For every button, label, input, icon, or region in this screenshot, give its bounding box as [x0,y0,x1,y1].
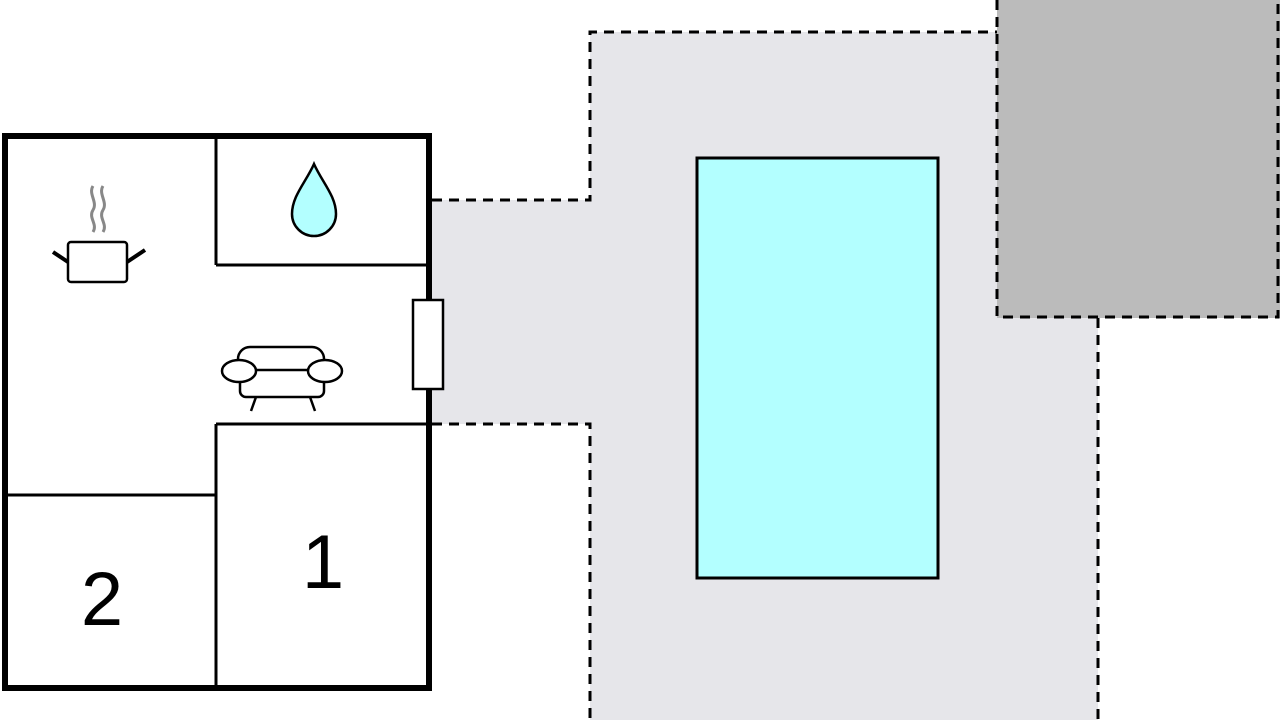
sofa-icon [220,345,344,412]
water-drop-icon [290,160,338,238]
interior-walls [5,136,429,688]
sofa-leg-left [249,396,258,412]
door-icon [411,298,445,391]
sofa-arm-right [306,358,344,384]
sofa-arm-left [220,358,258,384]
neighbor-building-outline [995,0,1280,319]
swimming-pool [695,156,940,580]
pot-handle-left [51,250,70,264]
sofa-seat [238,368,326,399]
cooking-pot-icon [51,185,147,284]
sofa-leg-right [308,396,317,412]
neighbor-building-fill [997,0,1280,318]
room-2-label: 2 [81,557,123,642]
room-1-label: 1 [302,520,344,605]
terrace-boundary [432,30,998,202]
terrace-boundary-bottom [432,422,592,720]
pot-body [66,240,129,284]
neighbor-building [995,0,1280,319]
steam-line-2 [100,185,106,233]
steam-line-1 [90,185,96,233]
pot-handle-right [125,248,147,264]
